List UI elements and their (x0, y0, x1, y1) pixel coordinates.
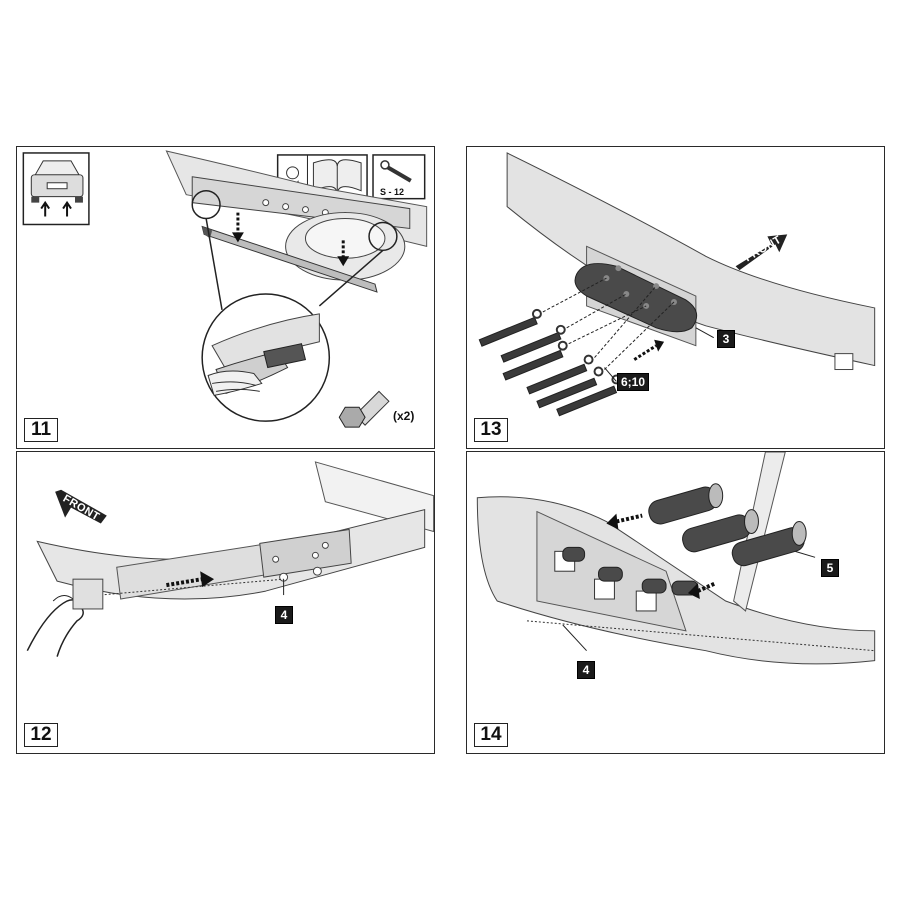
part-tag-spacers: 5 (821, 559, 839, 577)
part-tag-plate: 3 (717, 330, 735, 348)
wrench-tool-icon (372, 154, 426, 200)
part-tag-wire: 4 (275, 606, 293, 624)
part-tag-wire: 4 (577, 661, 595, 679)
bolt-set (478, 308, 622, 417)
step-12-panel: FRONT 4 12 (16, 451, 435, 754)
part-tag-bolts: 6;10 (617, 373, 650, 391)
quantity-label: (x2) (393, 409, 415, 423)
bolt-part (338, 390, 390, 428)
step-11-panel: (x2) S - 12 11 (16, 146, 435, 449)
step-11-illustration (22, 150, 428, 428)
step-13-panel: FRONT 3 6;10 13 (466, 146, 885, 449)
step-14-panel: 5 4 14 (466, 451, 885, 754)
step-number: 14 (474, 723, 508, 747)
mounting-plate (574, 263, 698, 333)
step-number: 12 (24, 723, 58, 747)
step-number: 13 (474, 418, 508, 442)
step-13-illustration (478, 152, 876, 417)
hand-pulling-wire (26, 578, 104, 657)
front-direction-arrow (735, 234, 788, 271)
detail-magnifier (201, 293, 331, 422)
step-12-illustration (26, 461, 434, 657)
tool-size-label: S - 12 (380, 187, 405, 197)
step-number: 11 (24, 418, 58, 442)
car-rear-icon (22, 152, 90, 226)
spacer-tubes (562, 486, 805, 596)
step-14-illustration (476, 452, 876, 665)
